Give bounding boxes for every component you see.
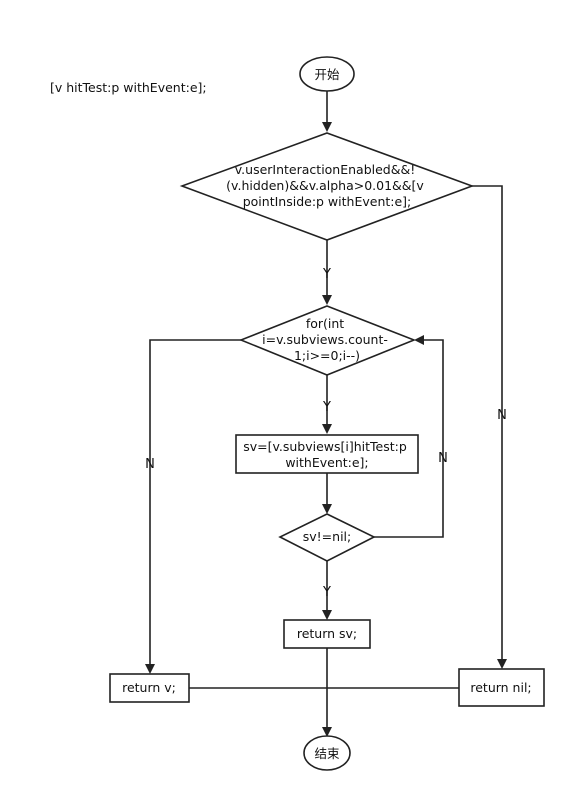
- process-return-v: return v;: [109, 673, 190, 703]
- decision-interaction-line-3: pointInside:p withEvent:e];: [243, 194, 412, 209]
- decision-for-loop-line-1: for(int: [306, 316, 344, 331]
- decision-interaction-line-2: (v.hidden)&&v.alpha>0.01&&[v: [226, 178, 424, 193]
- edge-check-no-back-to-loop: [374, 335, 444, 538]
- edge-condition-no: [472, 185, 507, 669]
- edge-loop-no: [145, 339, 241, 674]
- decision-sv-label: sv!=nil;: [303, 529, 351, 544]
- process-hittest-subview: sv=[v.subviews[i]hitTest:p withEvent:e];: [235, 434, 419, 474]
- edge-label-condition-no: N: [497, 408, 507, 423]
- decision-interaction-line-1: v.userInteractionEnabled&&!: [235, 162, 416, 177]
- process-return-sv: return sv;: [283, 619, 371, 649]
- decision-interaction-check: v.userInteractionEnabled&&! (v.hidden)&&…: [179, 132, 475, 241]
- return-v-label: return v;: [122, 680, 176, 695]
- edge-label-condition-yes: Y: [322, 267, 331, 282]
- decision-sv-not-nil: sv!=nil;: [278, 513, 376, 562]
- end-node: 结束: [303, 735, 351, 771]
- decision-for-loop-label: for(int i=v.subviews.count- 1;i>=0;i--): [262, 316, 392, 363]
- decision-for-loop-line-2: i=v.subviews.count-: [262, 332, 388, 347]
- decision-for-loop: for(int i=v.subviews.count- 1;i>=0;i--): [238, 305, 417, 376]
- decision-interaction-label: v.userInteractionEnabled&&! (v.hidden)&&…: [226, 162, 428, 209]
- function-caption: [v hitTest:p withEvent:e];: [50, 80, 207, 95]
- process-hittest-line-2: withEvent:e];: [285, 455, 368, 470]
- edge-label-check-no: N: [438, 451, 448, 466]
- decision-for-loop-line-3: 1;i>=0;i--): [294, 348, 360, 363]
- end-label: 结束: [314, 746, 340, 761]
- edge-label-loop-yes: Y: [322, 400, 331, 415]
- edges: [145, 90, 507, 737]
- edge-label-check-yes: Y: [322, 585, 331, 600]
- start-node: 开始: [299, 56, 355, 92]
- return-nil-label: return nil;: [470, 680, 531, 695]
- process-hittest-label: sv=[v.subviews[i]hitTest:p withEvent:e];: [243, 439, 411, 470]
- process-return-nil: return nil;: [458, 668, 545, 707]
- return-sv-label: return sv;: [297, 626, 357, 641]
- process-hittest-line-1: sv=[v.subviews[i]hitTest:p: [243, 439, 407, 454]
- start-label: 开始: [314, 67, 340, 82]
- edge-label-loop-no: N: [145, 457, 155, 472]
